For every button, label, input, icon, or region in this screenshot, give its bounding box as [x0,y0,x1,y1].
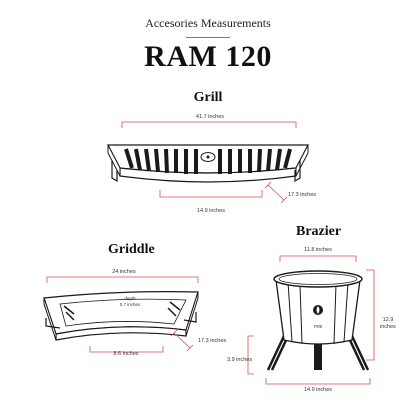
brazier-center-leg [314,336,322,370]
brazier-logo-text: P09 [313,324,322,329]
griddle-depth: 17.3 inches [198,338,227,344]
brazier-top-dimension-line [279,255,357,262]
grill-left-leg [111,160,118,183]
griddle-top-dimension-line [46,276,199,283]
brazier-bottom-dimension-line [265,378,371,385]
griddle-depth-dimension-line [173,332,191,349]
grill-left-side [107,144,121,177]
grill-top-dimension-line [121,121,297,128]
brazier-leg-height: 3.9 inches [227,357,253,363]
brazier-left-leg [266,335,290,371]
grill-bottom-dimension-line [159,190,263,198]
grill-depth-dimension-line [267,184,285,201]
griddle-bottom-dimension-line [89,346,164,353]
brazier-label: Brazier [296,224,342,239]
griddle-vent-slots [63,301,181,321]
griddle-depth-note: depth 0.7 inches [119,296,141,307]
griddle-top-width: 24 inches [112,269,136,275]
brazier-rim [273,270,363,288]
grill-right-leg [294,160,301,183]
griddle-label: Griddle [108,242,155,257]
brazier-staves [287,281,349,345]
brazier-top-width: 11.8 inches [304,247,332,253]
griddle-drawing [43,276,199,353]
grill-top-width: 41.7 inches [195,114,225,120]
brazier-leg-dimension-line [247,335,254,375]
brazier-height-dimension-line [366,269,375,361]
grill-label: Grill [193,90,223,105]
brazier-bottom-width: 14.9 inches [303,387,333,393]
page-title: RAM 120 [144,40,272,73]
griddle-inner-well [59,298,187,327]
brazier-right-leg [346,335,370,371]
grill-grate-bars [124,148,292,174]
grill-depth: 17.3 inches [288,192,317,198]
brazier-drawing [247,255,375,385]
grill-drawing [107,121,309,204]
grill-bottom-width: 14.9 inches [196,208,226,214]
title-divider [186,37,230,38]
griddle-bottom-width: 8.6 inches [113,351,139,357]
page-subtitle: Accesories Measurements [145,16,271,30]
brazier-height: 12.9 inches [380,317,396,330]
